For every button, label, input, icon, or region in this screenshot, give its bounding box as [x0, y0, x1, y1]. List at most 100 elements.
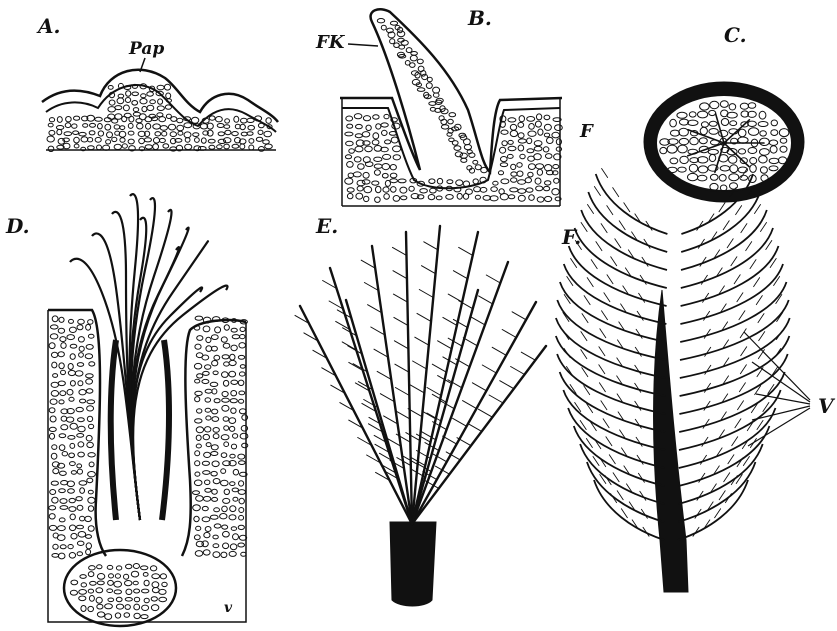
tissue-cell: [71, 533, 77, 539]
tissue-cell: [461, 158, 467, 162]
tissue-cell: [120, 138, 125, 143]
tissue-cell: [397, 31, 405, 37]
tissue-cell: [88, 506, 93, 512]
tissue-cell: [381, 25, 386, 30]
tissue-cell: [152, 582, 159, 588]
tissue-cell: [428, 195, 435, 200]
vane-barbule: [736, 206, 742, 215]
tissue-cell: [195, 551, 203, 557]
label-d-small: v: [224, 600, 233, 616]
tissue-cell: [232, 488, 238, 492]
tissue-cell: [212, 489, 218, 494]
panel-a-papilla: A. Pap: [36, 14, 278, 152]
tissue-cell: [553, 165, 559, 169]
tissue-cell: [211, 335, 218, 340]
tissue-cell: [159, 138, 165, 142]
tissue-cell: [202, 541, 208, 547]
barbule: [415, 337, 429, 345]
tissue-cell: [239, 461, 246, 465]
tissue-cell: [78, 532, 86, 538]
tissue-cell: [232, 335, 239, 339]
tissue-cell: [448, 119, 454, 124]
barbule: [395, 388, 409, 396]
tissue-cell: [105, 614, 112, 620]
barbule: [468, 423, 482, 431]
vane-barbule: [581, 332, 587, 341]
vane-barbule: [621, 509, 627, 518]
tissue-cell: [60, 471, 67, 475]
barbule: [500, 381, 514, 389]
tissue-cell: [78, 442, 84, 447]
tissue-cell: [77, 363, 83, 367]
tissue-cell: [88, 320, 93, 325]
tissue-cell: [204, 452, 211, 457]
tissue-cell: [238, 490, 245, 495]
tissue-cell: [382, 130, 388, 135]
tissue-cell: [556, 147, 561, 151]
label-b: B.: [467, 6, 492, 30]
tissue-cell: [59, 317, 64, 322]
tissue-cell: [225, 119, 230, 123]
tissue-cell: [211, 471, 217, 476]
tissue-cell: [555, 125, 563, 131]
tissue-cell: [520, 154, 525, 158]
tissue-cell: [126, 91, 131, 97]
vane-barb-left: [556, 318, 666, 378]
tissue-cell: [89, 362, 95, 366]
tissue-cell: [194, 535, 200, 540]
tissue-cell: [168, 124, 175, 130]
tissue-cell: [70, 381, 75, 386]
tissue-cell: [69, 525, 75, 531]
tissue-cell: [155, 132, 161, 136]
vane-barbule: [600, 329, 606, 338]
tissue-cell: [193, 133, 199, 137]
tissue-cell: [124, 613, 130, 618]
tissue-cell: [86, 389, 93, 393]
tissue-cell: [490, 196, 498, 201]
tissue-cell: [144, 580, 149, 586]
tissue-cell: [57, 129, 62, 134]
tissue-cell: [191, 117, 198, 123]
vane-barbule: [617, 491, 623, 500]
tissue-cell: [107, 565, 113, 569]
tissue-cell: [221, 453, 227, 458]
panel-d-follicle: D. v: [5, 194, 248, 626]
tissue-cell: [80, 575, 86, 579]
tissue-cell: [69, 319, 74, 323]
tissue-cell: [75, 371, 83, 376]
tissue-cell: [52, 445, 57, 450]
tissue-cell: [204, 532, 210, 537]
tissue-cell: [537, 169, 542, 175]
vane-barb-right: [680, 264, 783, 324]
tissue-cell: [508, 195, 514, 199]
tissue-cell: [79, 346, 84, 351]
tissue-cell: [50, 490, 56, 495]
tissue-cell: [364, 186, 372, 192]
tissue-cell: [374, 170, 380, 175]
tissue-cell: [535, 178, 541, 184]
tissue-cell: [59, 445, 65, 451]
tissue-cell: [353, 172, 361, 177]
tissue-cell: [518, 145, 524, 151]
tissue-cell: [349, 149, 355, 153]
tissue-cell: [208, 139, 215, 143]
tissue-cell: [446, 195, 454, 200]
tissue-cell: [77, 469, 82, 474]
tissue-cell: [224, 426, 229, 431]
tissue-cell: [384, 194, 390, 200]
tissue-cell: [240, 327, 245, 331]
vane-barbule: [719, 203, 725, 212]
tissue-cell: [224, 442, 229, 447]
tissue-cell: [215, 327, 221, 333]
label-a: A.: [36, 14, 60, 38]
tissue-cell: [88, 453, 95, 457]
tissue-cell: [50, 399, 57, 404]
tissue-cell: [47, 136, 54, 142]
tissue-cell: [145, 145, 152, 149]
vane-barbule: [596, 242, 602, 251]
vane-barbule: [594, 187, 600, 196]
tissue-cell: [115, 114, 122, 120]
tissue-cell: [441, 125, 448, 129]
tissue-cell: [544, 115, 550, 120]
